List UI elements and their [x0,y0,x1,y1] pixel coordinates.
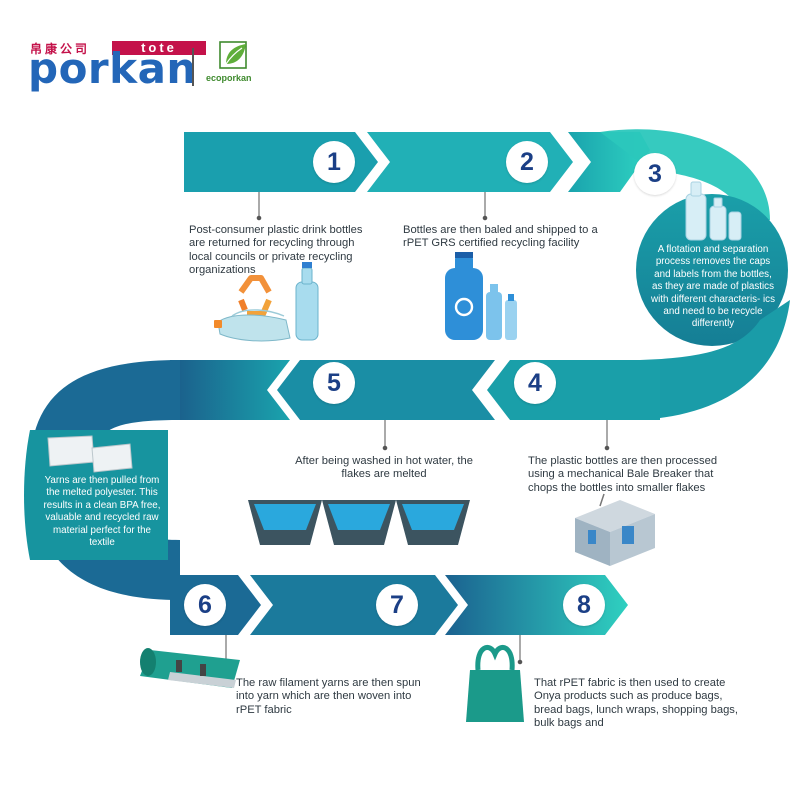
step-3-badge[interactable]: 3 [634,153,676,195]
step-6-description: Yarns are then pulled from the melted po… [43,475,161,549]
logo-divider [192,48,194,86]
step-2-badge[interactable]: 2 [506,141,548,183]
step-4-description: The plastic bottles are then processed u… [528,455,718,494]
yarn-bundles-icon [47,435,133,473]
bale-breaker-machine-icon [575,493,655,566]
tote-bag-icon [466,645,524,722]
step-4-badge[interactable]: 4 [514,362,556,404]
step-6-badge[interactable]: 6 [184,584,226,626]
step-3-number: 3 [648,160,662,188]
melting-tanks-icon [248,500,470,545]
eco-brand-name: ecoporkan [206,73,252,83]
step-2-number: 2 [520,148,534,176]
logo-tote-label: tote [112,41,206,55]
step-3-circle [636,194,788,346]
step-7-number: 7 [390,591,404,619]
clear-bottles-icon [685,181,742,241]
ecoporkan-logo[interactable]: ecoporkan [206,40,266,88]
step-5-number: 5 [327,369,341,397]
step-6-number: 6 [198,591,212,619]
logo-chinese-name: 帛康公司 [30,42,91,56]
step-7-badge[interactable]: 7 [376,584,418,626]
step-5-badge[interactable]: 5 [313,362,355,404]
step-4-number: 4 [528,369,542,397]
step-3-description: A flotation and separation process remov… [651,244,775,330]
ribbon-curve-right [640,300,790,420]
step-8-number: 8 [577,591,591,619]
logo-brand-name: porkan [28,44,197,93]
step-5-description: After being washed in hot water, the fla… [295,455,473,481]
fabric-roll-icon [140,648,240,688]
recycle-and-bottles-icon [214,262,319,342]
bottles-recycle-icon [445,252,517,340]
step-2-description: Bottles are then baled and shipped to a … [403,224,598,250]
step-7-description: The raw filament yarns are then spun int… [236,677,421,716]
step-8-badge[interactable]: 8 [563,584,605,626]
leaf-icon [219,41,247,69]
porkan-logo[interactable]: 帛康公司 tote porkan [28,40,290,93]
step-1-description: Post-consumer plastic drink bottles are … [189,224,363,277]
step-1-badge[interactable]: 1 [313,141,355,183]
ribbon-row-2 [170,360,660,420]
step-1-number: 1 [327,148,341,176]
step-8-description: That rPET fabric is then used to create … [534,677,738,730]
